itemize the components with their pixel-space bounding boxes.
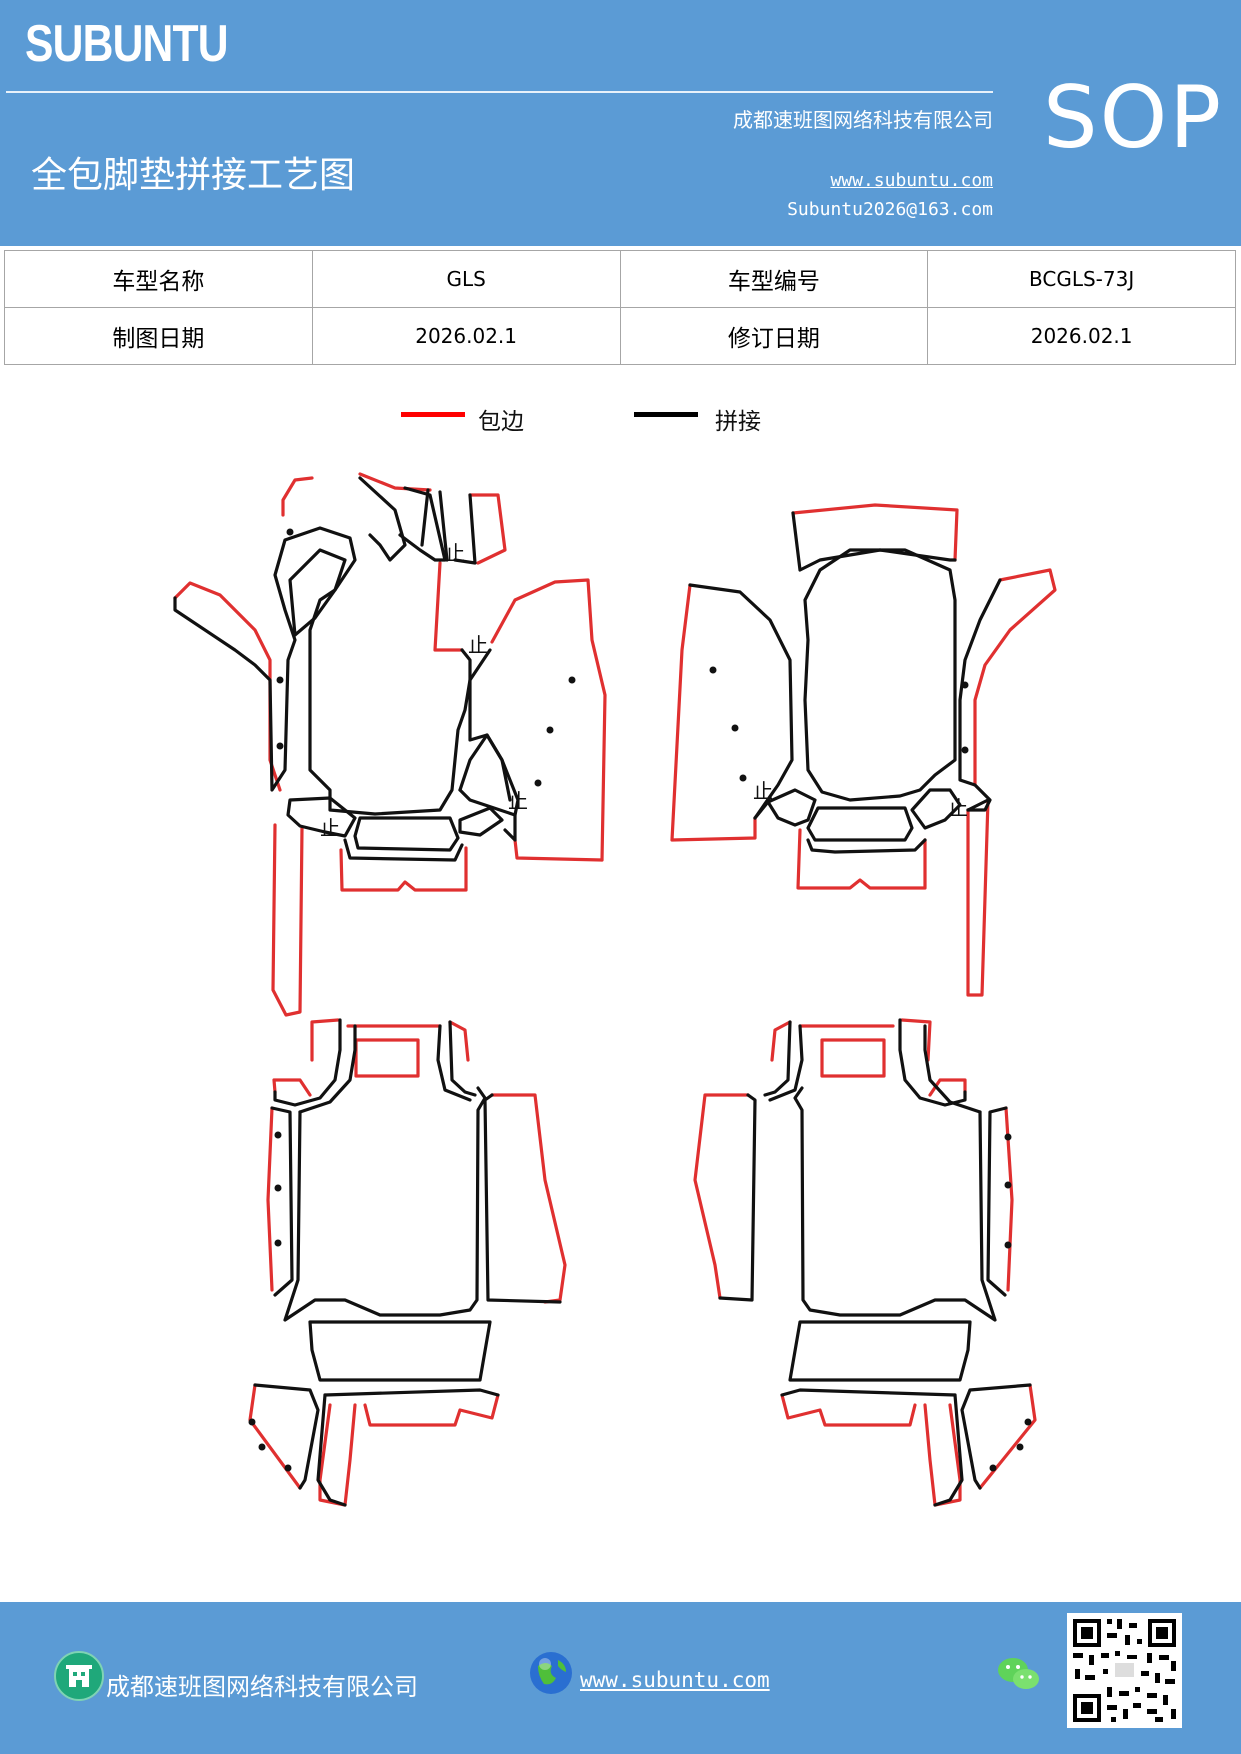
stop-mark: 止 (445, 541, 465, 565)
model-name-label: 车型名称 (4, 250, 313, 308)
rivet-dots (248, 528, 1032, 1472)
revision-date-label: 修订日期 (619, 307, 929, 365)
globe-icon (528, 1650, 574, 1696)
website-link[interactable]: www.subuntu.com (830, 170, 993, 191)
front-left-mat (173, 472, 607, 1017)
page-footer: 成都速班图网络科技有限公司 www.subuntu.com (0, 1602, 1241, 1754)
building-icon (54, 1651, 104, 1701)
page-header: SUBUNTU 成都速班图网络科技有限公司 全包脚垫拼接工艺图 www.subu… (0, 0, 1241, 246)
floor-mat-diagram: 止 止 止 止 止 止 (173, 472, 1057, 1507)
legend-swatch-edging (401, 412, 465, 417)
brand-logo: SUBUNTU (25, 15, 229, 73)
stop-mark: 止 (948, 796, 968, 820)
stop-mark: 止 (753, 779, 773, 803)
rear-left-mat (248, 1018, 567, 1507)
wechat-icon (996, 1654, 1042, 1694)
footer-company-name: 成都速班图网络科技有限公司 (106, 1673, 418, 1701)
stop-mark: 止 (508, 789, 528, 813)
model-code-label: 车型编号 (619, 250, 929, 308)
front-right-mat (670, 503, 1057, 997)
stop-mark: 止 (468, 633, 488, 657)
document-title: 全包脚垫拼接工艺图 (31, 155, 356, 196)
table-row: 制图日期 2026.02.1 修订日期 2026.02.1 (4, 307, 1236, 365)
header-divider (6, 91, 993, 93)
stop-marks: 止 止 止 止 止 止 (320, 541, 968, 840)
email-address: Subuntu2026@163.com (787, 199, 993, 220)
footer-website-link[interactable]: www.subuntu.com (580, 1668, 770, 1692)
legend-label-edging: 包边 (478, 409, 524, 435)
legend-label-seam: 拼接 (715, 409, 761, 435)
company-name: 成都速班图网络科技有限公司 (733, 108, 993, 132)
qr-code (1067, 1613, 1182, 1728)
sop-badge: SOP (1043, 68, 1224, 168)
model-name-value: GLS (311, 250, 621, 308)
drawing-date-value: 2026.02.1 (311, 307, 621, 365)
legend-swatch-seam (634, 412, 698, 417)
legend: 包边 拼接 (0, 400, 1241, 440)
model-code-value: BCGLS-73J (927, 250, 1236, 308)
model-info-table: 车型名称 GLS 车型编号 BCGLS-73J 制图日期 2026.02.1 修… (4, 250, 1236, 365)
table-row: 车型名称 GLS 车型编号 BCGLS-73J (4, 250, 1236, 308)
revision-date-value: 2026.02.1 (927, 307, 1236, 365)
rear-right-mat (693, 1018, 1037, 1507)
drawing-date-label: 制图日期 (4, 307, 313, 365)
stop-mark: 止 (320, 816, 340, 840)
